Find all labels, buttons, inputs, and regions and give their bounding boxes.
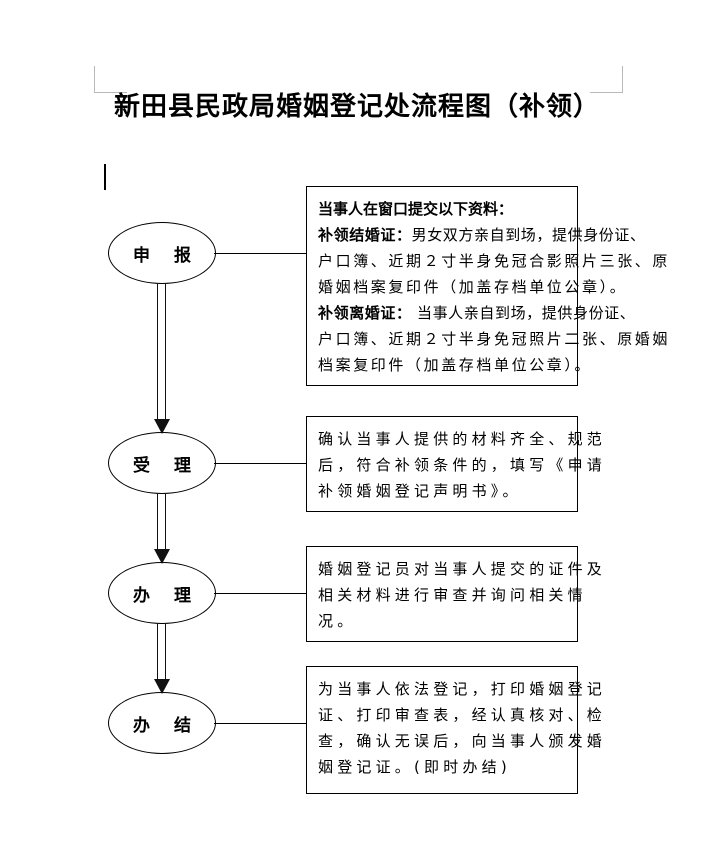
box-line: 为当事人依法登记，打印婚姻登记 bbox=[318, 680, 607, 698]
description-box-process: 婚姻登记员对当事人提交的证件及 相关材料进行审查并询问相关情 况。 bbox=[306, 546, 607, 642]
description-box-accept: 确认当事人提供的材料齐全、规范 后，符合补领条件的，填写《申请 补领婚姻登记声明… bbox=[306, 416, 607, 512]
margin-mark-top-right bbox=[590, 66, 623, 93]
box-line: 后，符合补领条件的，填写《申请 bbox=[318, 456, 607, 474]
connector-shaft bbox=[157, 494, 166, 550]
link-line-node2-to-box2 bbox=[214, 463, 306, 464]
flow-node-label: 办 理 bbox=[133, 585, 200, 606]
box-line-body: 当事人亲自到场，提供身份证、 bbox=[411, 304, 636, 322]
box-line-lead: 补领离婚证： bbox=[318, 304, 412, 322]
page-title: 新田县民政局婚姻登记处流程图（补领） bbox=[113, 92, 600, 122]
box-line: 当事人在窗口提交以下资料： bbox=[318, 200, 514, 218]
box-line: 况。 bbox=[318, 612, 357, 630]
flow-node-accept[interactable]: 受 理 bbox=[108, 432, 216, 494]
connector-arrow-accept-to-process bbox=[153, 494, 170, 564]
connector-arrow-declare-to-accept bbox=[153, 284, 170, 434]
box-line: 婚姻登记员对当事人提交的证件及 bbox=[318, 560, 607, 578]
connector-arrowhead bbox=[153, 419, 170, 434]
flow-node-label: 办 结 bbox=[133, 715, 200, 736]
connector-arrow-process-to-complete bbox=[153, 624, 170, 694]
box-line: 证、打印审查表，经认真核对、检 bbox=[318, 706, 607, 724]
flow-node-declare[interactable]: 申 报 bbox=[108, 222, 216, 284]
text-caret bbox=[104, 164, 106, 190]
box-line: 补领离婚证： 当事人亲自到场，提供身份证、 bbox=[318, 300, 635, 326]
flow-node-process[interactable]: 办 理 bbox=[108, 562, 216, 624]
box-line: 确认当事人提供的材料齐全、规范 bbox=[318, 430, 607, 448]
description-box-complete: 为当事人依法登记，打印婚姻登记 证、打印审查表，经认真核对、检 查，确认无误后，… bbox=[306, 666, 607, 794]
connector-shaft bbox=[157, 284, 166, 420]
box-line: 查，确认无误后，向当事人颁发婚 bbox=[318, 732, 607, 750]
flow-node-label: 受 理 bbox=[133, 455, 200, 476]
box-line: 档案复印件（加盖存档单位公章）。 bbox=[318, 356, 593, 374]
box-line: 姻登记证。(即时办结) bbox=[318, 758, 511, 776]
connector-arrowhead bbox=[153, 549, 170, 564]
connector-shaft bbox=[157, 624, 166, 680]
description-box-declare: 当事人在窗口提交以下资料： 补领结婚证：男女双方亲自到场，提供身份证、 户口簿、… bbox=[306, 186, 671, 386]
box-line: 补领结婚证：男女双方亲自到场，提供身份证、 bbox=[318, 222, 645, 248]
flow-node-complete[interactable]: 办 结 bbox=[108, 692, 216, 754]
connector-arrowhead bbox=[153, 679, 170, 694]
margin-mark-top-left bbox=[94, 66, 127, 93]
link-line-node3-to-box3 bbox=[214, 593, 306, 594]
flow-node-label: 申 报 bbox=[133, 245, 200, 266]
link-line-node4-to-box4 bbox=[214, 723, 306, 724]
box-line: 户口簿、近期２寸半身免冠照片二张、原婚姻 bbox=[318, 330, 671, 348]
box-line-lead: 补领结婚证： bbox=[318, 226, 412, 244]
link-line-node1-to-box1 bbox=[214, 253, 306, 254]
box-line: 相关材料进行审查并询问相关情 bbox=[318, 586, 587, 604]
box-line: 户口簿、近期２寸半身免冠合影照片三张、原 bbox=[318, 252, 671, 270]
box-line: 婚姻档案复印件（加盖存档单位公章）。 bbox=[318, 278, 628, 296]
box-line: 补领婚姻登记声明书》。 bbox=[318, 482, 522, 500]
box-line-body: 男女双方亲自到场，提供身份证、 bbox=[411, 226, 646, 244]
